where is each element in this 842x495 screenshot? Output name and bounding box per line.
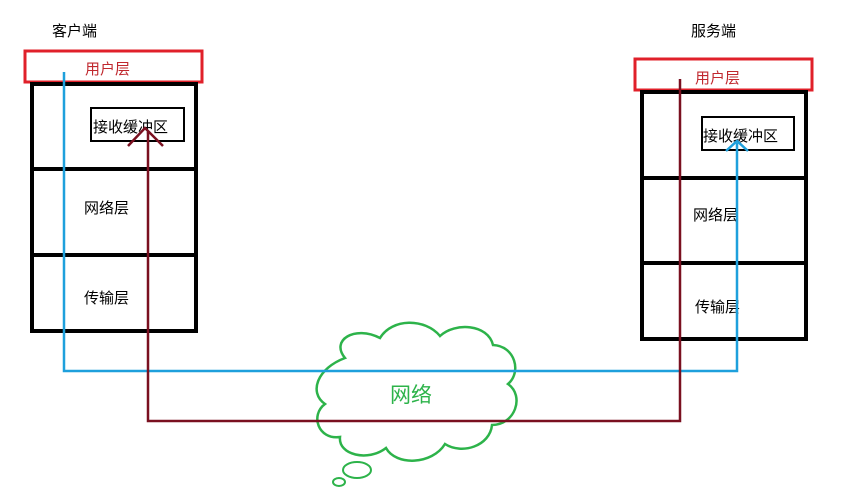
cloud-bubble-small	[332, 477, 346, 487]
cloud-bubble-large	[342, 461, 372, 479]
server-stack-frame	[640, 90, 808, 341]
server-receive-buffer-box	[701, 116, 795, 151]
client-to-server-path	[62, 72, 749, 373]
server-user-layer-label: 用户层	[695, 69, 740, 87]
client-network-layer-label: 网络层	[84, 199, 129, 217]
client-transport-layer-label: 传输层	[84, 289, 129, 307]
network-cloud: 网络	[315, 321, 518, 487]
server-to-client-arrowhead	[127, 126, 164, 147]
client-receive-buffer-label: 接收缓冲区	[93, 118, 168, 136]
client-stack-frame	[30, 82, 198, 333]
server-to-client-line	[146, 79, 682, 423]
client-to-server-arrowhead	[725, 139, 749, 152]
client-stack: 客户端 用户层 接收缓冲区 网络层 传输层	[23, 22, 204, 333]
client-user-layer-label: 用户层	[85, 60, 130, 78]
server-receive-buffer-label: 接收缓冲区	[703, 127, 778, 145]
server-title: 服务端	[691, 22, 736, 40]
client-to-server-line	[62, 72, 739, 373]
server-to-client-path	[127, 79, 682, 423]
server-transport-layer-label: 传输层	[695, 298, 740, 316]
server-stack: 服务端 用户层 接收缓冲区 网络层 传输层	[633, 22, 814, 341]
cloud-shape	[315, 321, 518, 462]
client-title: 客户端	[52, 22, 97, 40]
server-network-layer-label: 网络层	[693, 206, 738, 224]
network-label: 网络	[390, 383, 432, 407]
